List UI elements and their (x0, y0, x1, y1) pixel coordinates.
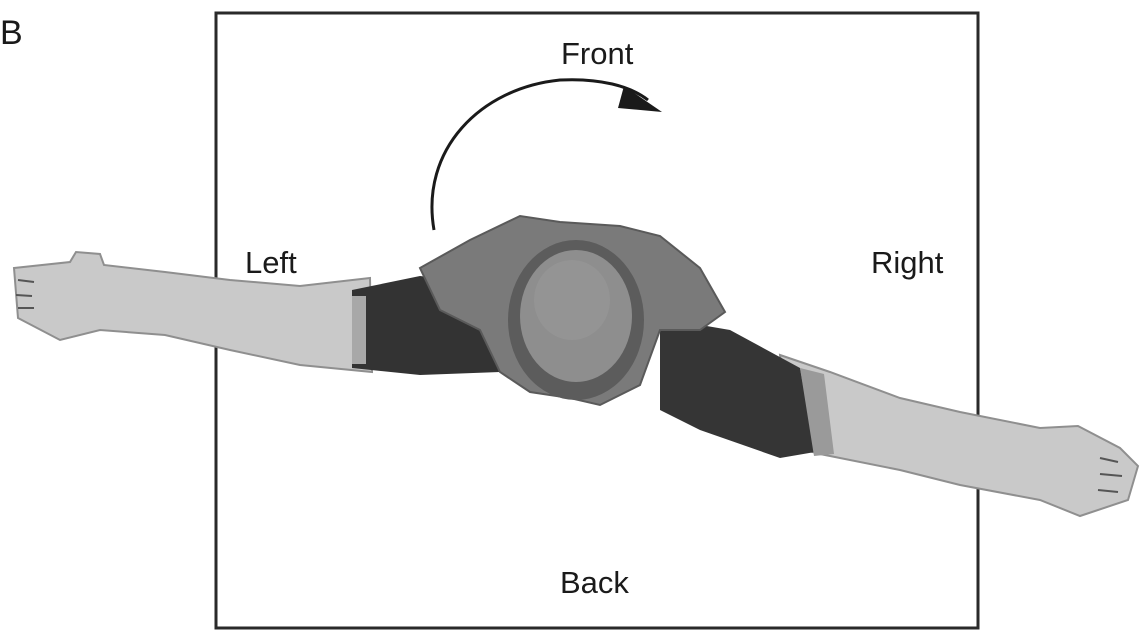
label-left: Left (245, 247, 297, 278)
left-cuff (352, 296, 366, 364)
right-arm (780, 355, 1138, 516)
label-back: Back (560, 567, 629, 598)
panel-label: B (0, 16, 23, 50)
head-highlight (534, 260, 610, 340)
rotation-arrow-icon (432, 80, 648, 230)
right-sleeve (660, 318, 815, 458)
left-arm (14, 252, 372, 372)
body-top-view-icon (14, 216, 1138, 516)
rotation-arrowhead-icon (618, 86, 662, 112)
label-right: Right (871, 247, 943, 278)
label-front: Front (561, 38, 633, 69)
